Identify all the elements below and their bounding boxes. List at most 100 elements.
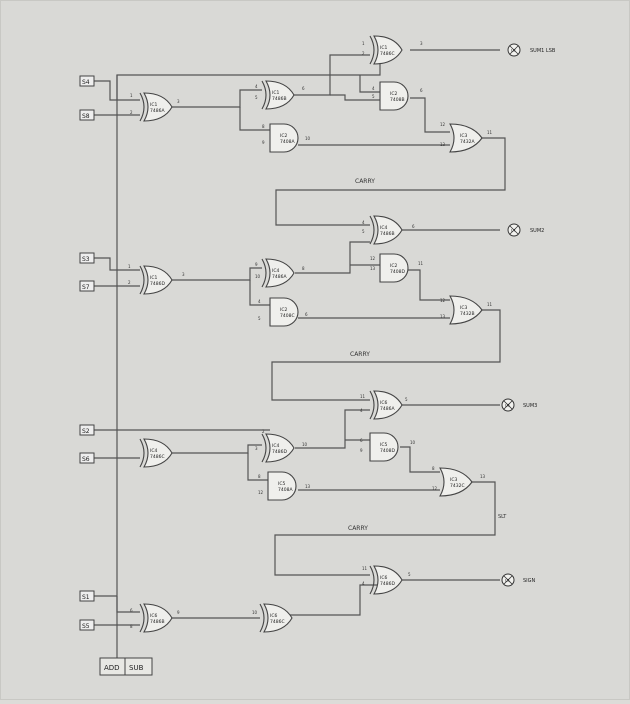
switch-s8[interactable]: S8 [79,109,95,121]
sub-label: SUB [129,664,144,672]
pin-number: 4 [255,84,258,89]
pin-number: 1 [128,264,131,269]
pin-number: 5 [405,397,408,402]
gate-label: 7486D [272,449,287,455]
pin-number: 13 [480,474,486,479]
switch-label: S5 [82,623,90,630]
gate-label: IC2 [280,133,287,139]
pin-number: 4 [372,86,375,91]
gate-label: 7432B [460,311,475,317]
gate-label: IC3 [460,133,467,139]
switch-s2[interactable]: S2 [79,424,95,436]
switch-label: S1 [82,594,90,601]
led-id: L8 [511,48,516,53]
pin-number: 13 [370,266,376,271]
gate-label: 7408A [280,139,295,145]
gate-label: 7486A [150,108,165,114]
switch-s7[interactable]: S7 [79,280,95,292]
gate-label: IC1 [150,102,157,108]
gate-label: IC1 [380,45,387,51]
led-id: L5 [505,578,510,583]
pin-number: 13 [305,484,311,489]
gate-label: IC6 [150,613,157,619]
switch-label: S8 [82,113,90,120]
gate-label: IC6 [270,613,277,619]
pin-number: 6 [130,608,133,613]
pin-number: 9 [262,140,265,145]
gate-label: 7486D [150,281,165,287]
pin-number: 12 [258,490,264,495]
pin-number: 3 [182,272,185,277]
pin-number: 10 [255,274,261,279]
gate-label: IC2 [390,91,397,97]
gate-label: 7486C [380,51,395,57]
pin-number: 5 [408,572,411,577]
wires [94,49,506,660]
pin-number: 8 [258,474,261,479]
pin-number: 4 [360,408,363,413]
pin-number: 8 [130,624,133,629]
pin-number: 10 [252,610,258,615]
slt-label: SLT [498,514,507,520]
pin-number: 12 [440,298,446,303]
pin-number: 2 [128,280,131,285]
pin-number: 3 [420,41,423,46]
led-label: SUM3 [523,403,537,409]
gate-label: 7486D [380,581,395,587]
gate-label: 7486A [380,406,395,412]
gate-label: IC4 [150,448,157,454]
pin-number: 4 [362,220,365,225]
gate-label: 7432C [450,483,465,489]
add-label: ADD [104,664,120,672]
led-label: SUM1 LSB [530,48,556,54]
pin-number: 8 [302,266,305,271]
switch-s3[interactable]: S3 [79,252,95,264]
led-id: L7 [511,228,516,233]
pin-number: 2 [262,429,265,434]
gate-layer: IC17486AIC17486BIC27408AIC17486CIC27408B… [128,35,493,633]
add-sub-switch[interactable]: ADD SUB [99,657,153,676]
gate-label: 7432A [460,139,475,145]
gate-label: 7408D [390,269,405,275]
switch-s1[interactable]: S1 [79,590,95,602]
switch-s6[interactable]: S6 [79,452,95,464]
pin-number: 10 [302,442,308,447]
gate-label: IC5 [278,481,285,487]
pin-number: 5 [372,94,375,99]
gate-label: 7486B [150,619,165,625]
gate-label: IC1 [272,90,279,96]
pin-number: 4 [362,581,365,586]
pin-number: 2 [130,110,133,115]
pin-number: 12 [440,122,446,127]
switch-s4[interactable]: S4 [79,75,95,87]
pin-number: 10 [410,440,416,445]
gate-label: IC3 [450,477,457,483]
gate-label: 7408A [278,487,293,493]
carry-label-2: CARRY [350,351,370,358]
pin-number: 3 [255,446,258,451]
gate-label: 7486C [150,454,165,460]
switch-s5[interactable]: S5 [79,619,95,631]
pin-number: 12 [432,486,438,491]
gate-label: IC6 [380,575,387,581]
pin-number: 4 [258,299,261,304]
gate-label: IC1 [150,275,157,281]
gate-label: IC3 [460,305,467,311]
switch-label: S3 [82,256,90,263]
